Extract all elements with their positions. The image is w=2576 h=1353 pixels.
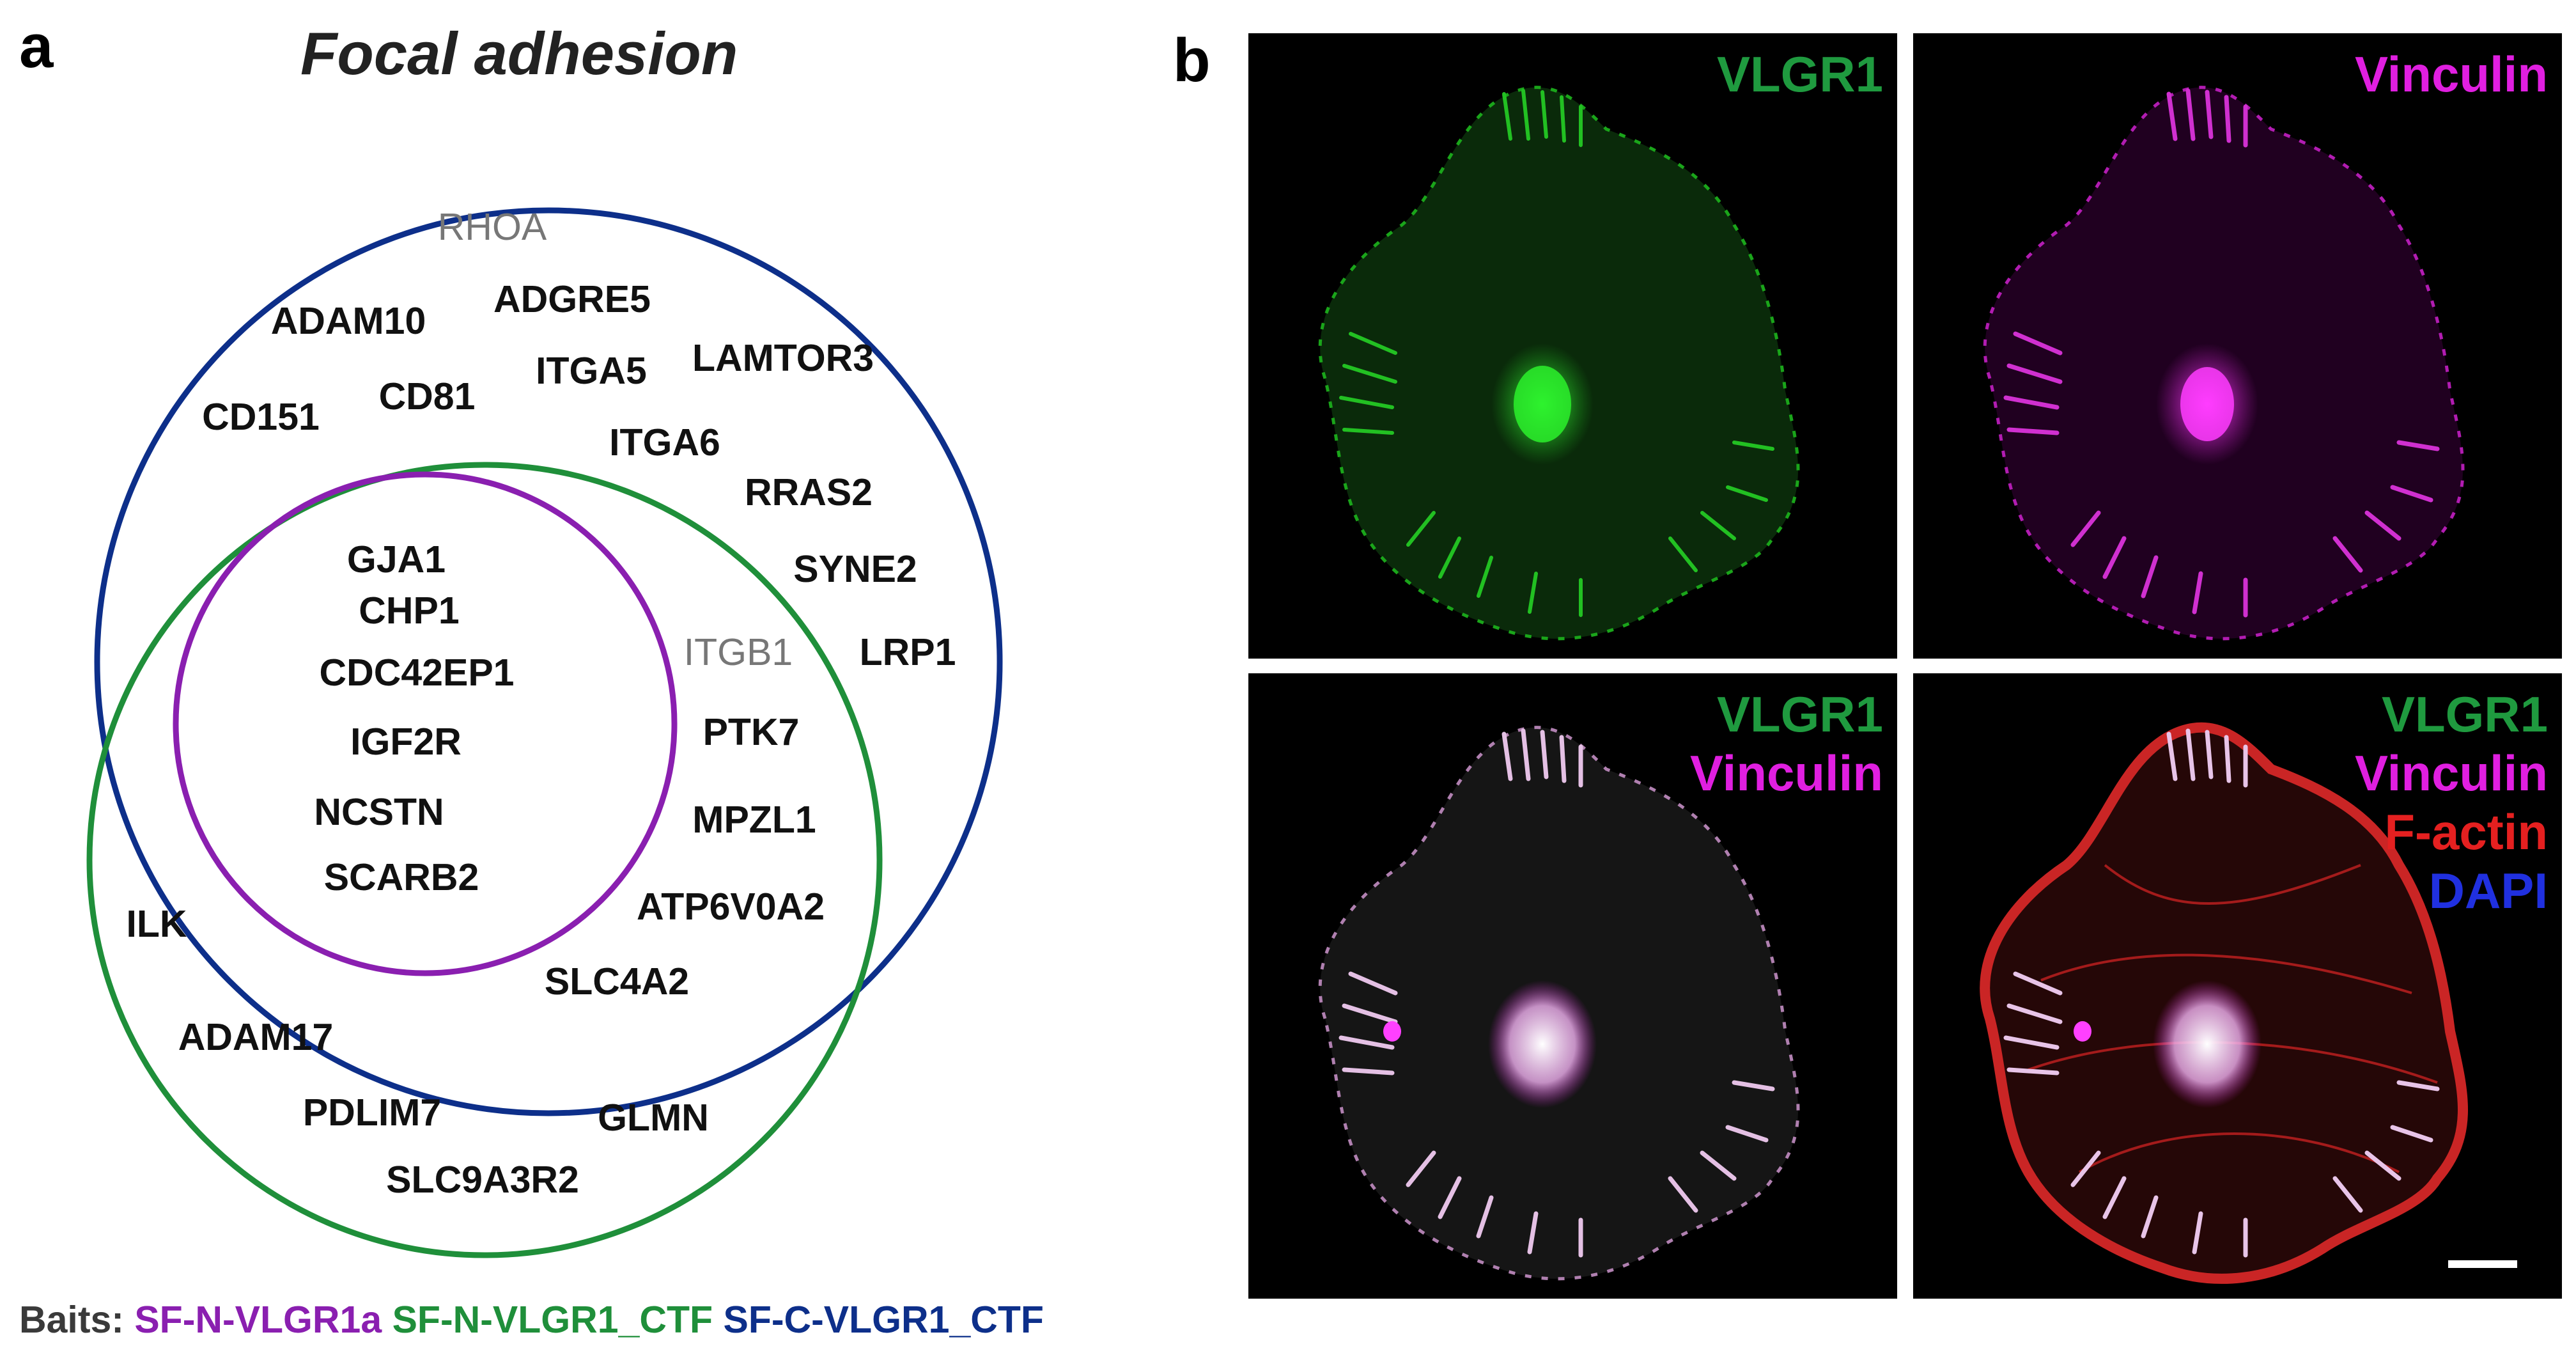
gene-label: CD151 — [202, 396, 320, 438]
gene-label: LRP1 — [860, 631, 956, 673]
baits-label: Baits: — [19, 1299, 124, 1341]
gene-label: ITGB1 — [684, 631, 793, 673]
panel-b-letter: b — [1173, 26, 1211, 95]
scale-bar — [2448, 1260, 2517, 1268]
micrograph-merge-all: VLGR1 Vinculin F-actin DAPI — [1913, 673, 2562, 1299]
venn-diagram: RHOA ADAM10 ADGRE5 CD151 CD81 ITGA5 LAMT… — [86, 206, 1003, 1258]
gene-label: CHP1 — [359, 590, 459, 632]
channel-labels: VLGR1 — [1717, 45, 1883, 104]
gene-label: SYNE2 — [793, 548, 917, 590]
bait-purple: SF-N-VLGR1a — [134, 1299, 382, 1341]
channel-label: VLGR1 — [2381, 686, 2548, 742]
channel-labels: Vinculin — [2355, 45, 2548, 104]
gene-label: ADAM10 — [271, 300, 426, 342]
gene-label: MPZL1 — [692, 799, 816, 841]
gene-label: LAMTOR3 — [692, 337, 874, 379]
gene-label: SLC4A2 — [545, 960, 689, 1003]
venn-circle-green — [86, 462, 883, 1258]
gene-label: ITGA5 — [536, 350, 647, 392]
gene-label: ADGRE5 — [493, 278, 651, 320]
venn-circle-purple — [173, 471, 678, 976]
gene-label: CD81 — [379, 375, 476, 418]
channel-label: VLGR1 — [1716, 686, 1883, 742]
channel-label: F-actin — [2384, 804, 2548, 860]
micrograph-vinculin: Vinculin — [1913, 33, 2562, 659]
bait-green: SF-N-VLGR1_CTF — [392, 1299, 713, 1341]
gene-label: GLMN — [598, 1097, 709, 1139]
gene-label: ADAM17 — [178, 1016, 334, 1058]
channel-label: Vinculin — [2355, 46, 2548, 102]
gene-label: RHOA — [438, 206, 547, 248]
gene-label: PTK7 — [703, 711, 800, 753]
micrograph-merge-vlgr1-vinculin: VLGR1 Vinculin — [1248, 673, 1897, 1299]
channel-label: Vinculin — [1690, 745, 1883, 801]
channel-label: VLGR1 — [1716, 46, 1883, 102]
channel-labels: VLGR1 Vinculin — [1690, 685, 1883, 802]
channel-labels: VLGR1 Vinculin F-actin DAPI — [2355, 685, 2548, 920]
panel-a-letter: a — [19, 12, 54, 81]
gene-label: NCSTN — [314, 791, 444, 833]
gene-label: ILK — [126, 903, 187, 945]
venn-title: Focal adhesion — [300, 20, 738, 87]
gene-label: SLC9A3R2 — [386, 1159, 579, 1201]
bait-blue: SF-C-VLGR1_CTF — [723, 1299, 1044, 1341]
micrograph-vlgr1: VLGR1 — [1248, 33, 1897, 659]
gene-label: RRAS2 — [745, 471, 873, 513]
baits-legend: Baits: SF-N-VLGR1a SF-N-VLGR1_CTF SF-C-V… — [19, 1298, 1044, 1341]
gene-label: GJA1 — [347, 538, 446, 581]
gene-label: ATP6V0A2 — [637, 886, 825, 928]
venn-circle-blue — [94, 207, 1003, 1116]
gene-label: ITGA6 — [609, 421, 720, 464]
channel-label: DAPI — [2428, 863, 2548, 919]
gene-label: CDC42EP1 — [320, 652, 515, 694]
gene-label: PDLIM7 — [303, 1091, 441, 1134]
channel-label: Vinculin — [2355, 745, 2548, 801]
gene-label: IGF2R — [350, 721, 462, 763]
gene-label: SCARB2 — [324, 856, 479, 898]
